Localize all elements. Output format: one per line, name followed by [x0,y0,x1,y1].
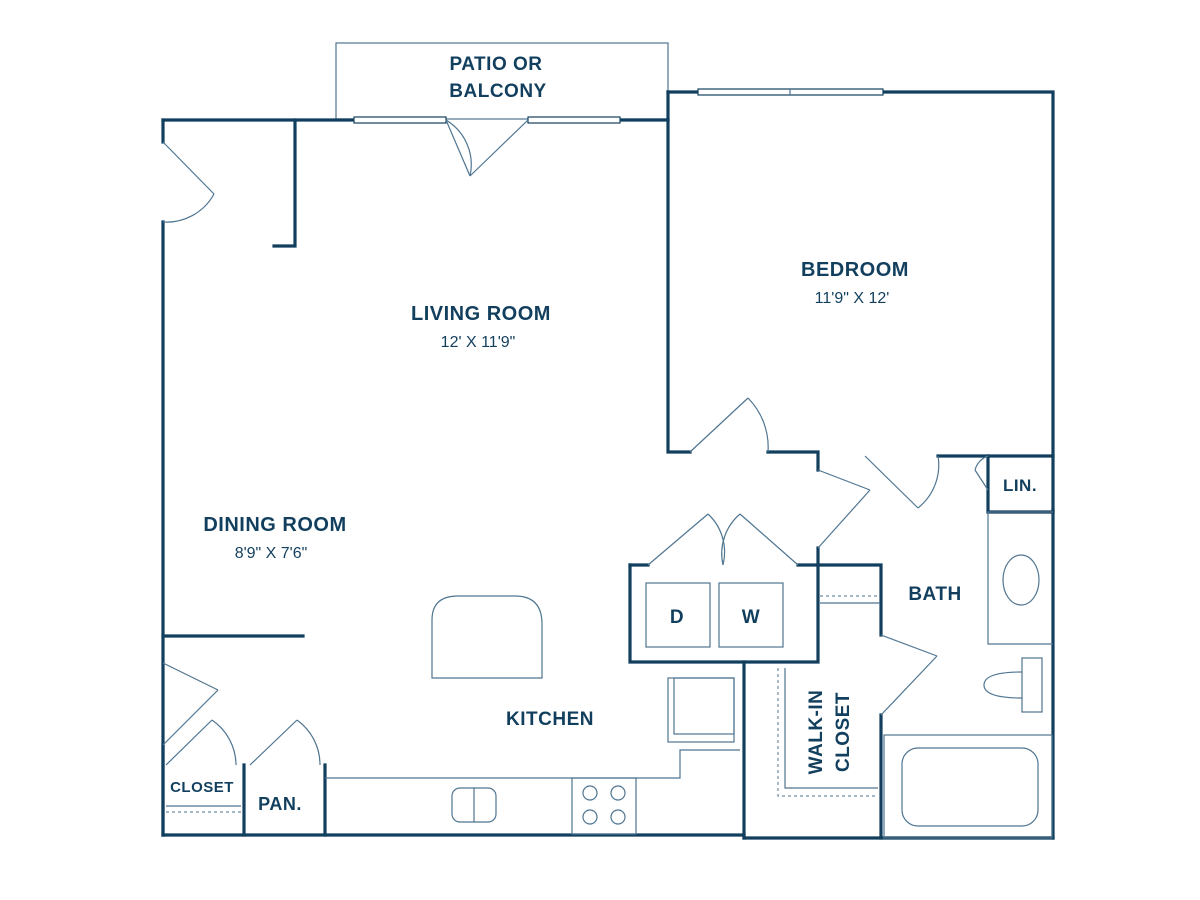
burner [610,809,626,825]
range [571,777,637,835]
walk-in-shelf [777,668,878,797]
bathtub [883,734,1053,839]
bath-label: BATH [908,584,961,605]
patio-label-line2: BALCONY [449,81,546,102]
bath-sink [1002,554,1040,606]
dining-room-dims: 8'9" X 7'6" [235,545,308,562]
bedroom-label: BEDROOM [801,259,909,281]
bedroom-dims: 11'9" X 12' [815,290,890,307]
living-window-right [527,116,621,124]
dryer [645,582,711,648]
living-room-dims: 12' X 11'9" [441,334,516,351]
living-room-label: LIVING ROOM [411,303,551,325]
fixtures [166,511,1053,839]
dryer-label: D [670,607,684,628]
closet-label: CLOSET [170,779,234,796]
bath-vanity [987,511,1053,645]
patio-label-line1: PATIO OR [449,54,542,75]
pantry-label: PAN. [258,794,302,814]
dining-room-label: DINING ROOM [203,514,346,536]
burner [582,785,598,801]
walk-in-closet-label-line1: WALK-IN [806,690,827,775]
kitchen-island [431,595,543,679]
walk-in-closet-label-line2: CLOSET [833,692,854,772]
kitchen-counter [325,749,740,779]
washer-label: W [742,607,760,628]
burner [582,809,598,825]
walls [161,90,1055,840]
linen-label: LIN. [1003,476,1037,495]
living-window-left [353,116,447,124]
kitchen-label: KITCHEN [506,709,594,730]
refrigerator [667,677,735,743]
windows [353,88,884,124]
doors [162,119,989,766]
labels: PATIO OR BALCONY LIVING ROOM 12' X 11'9"… [170,54,1037,814]
washer [718,582,784,648]
patio-outline [335,42,669,120]
burner [610,785,626,801]
toilet-bowl [983,671,1023,699]
toilet-tank [1021,657,1043,713]
